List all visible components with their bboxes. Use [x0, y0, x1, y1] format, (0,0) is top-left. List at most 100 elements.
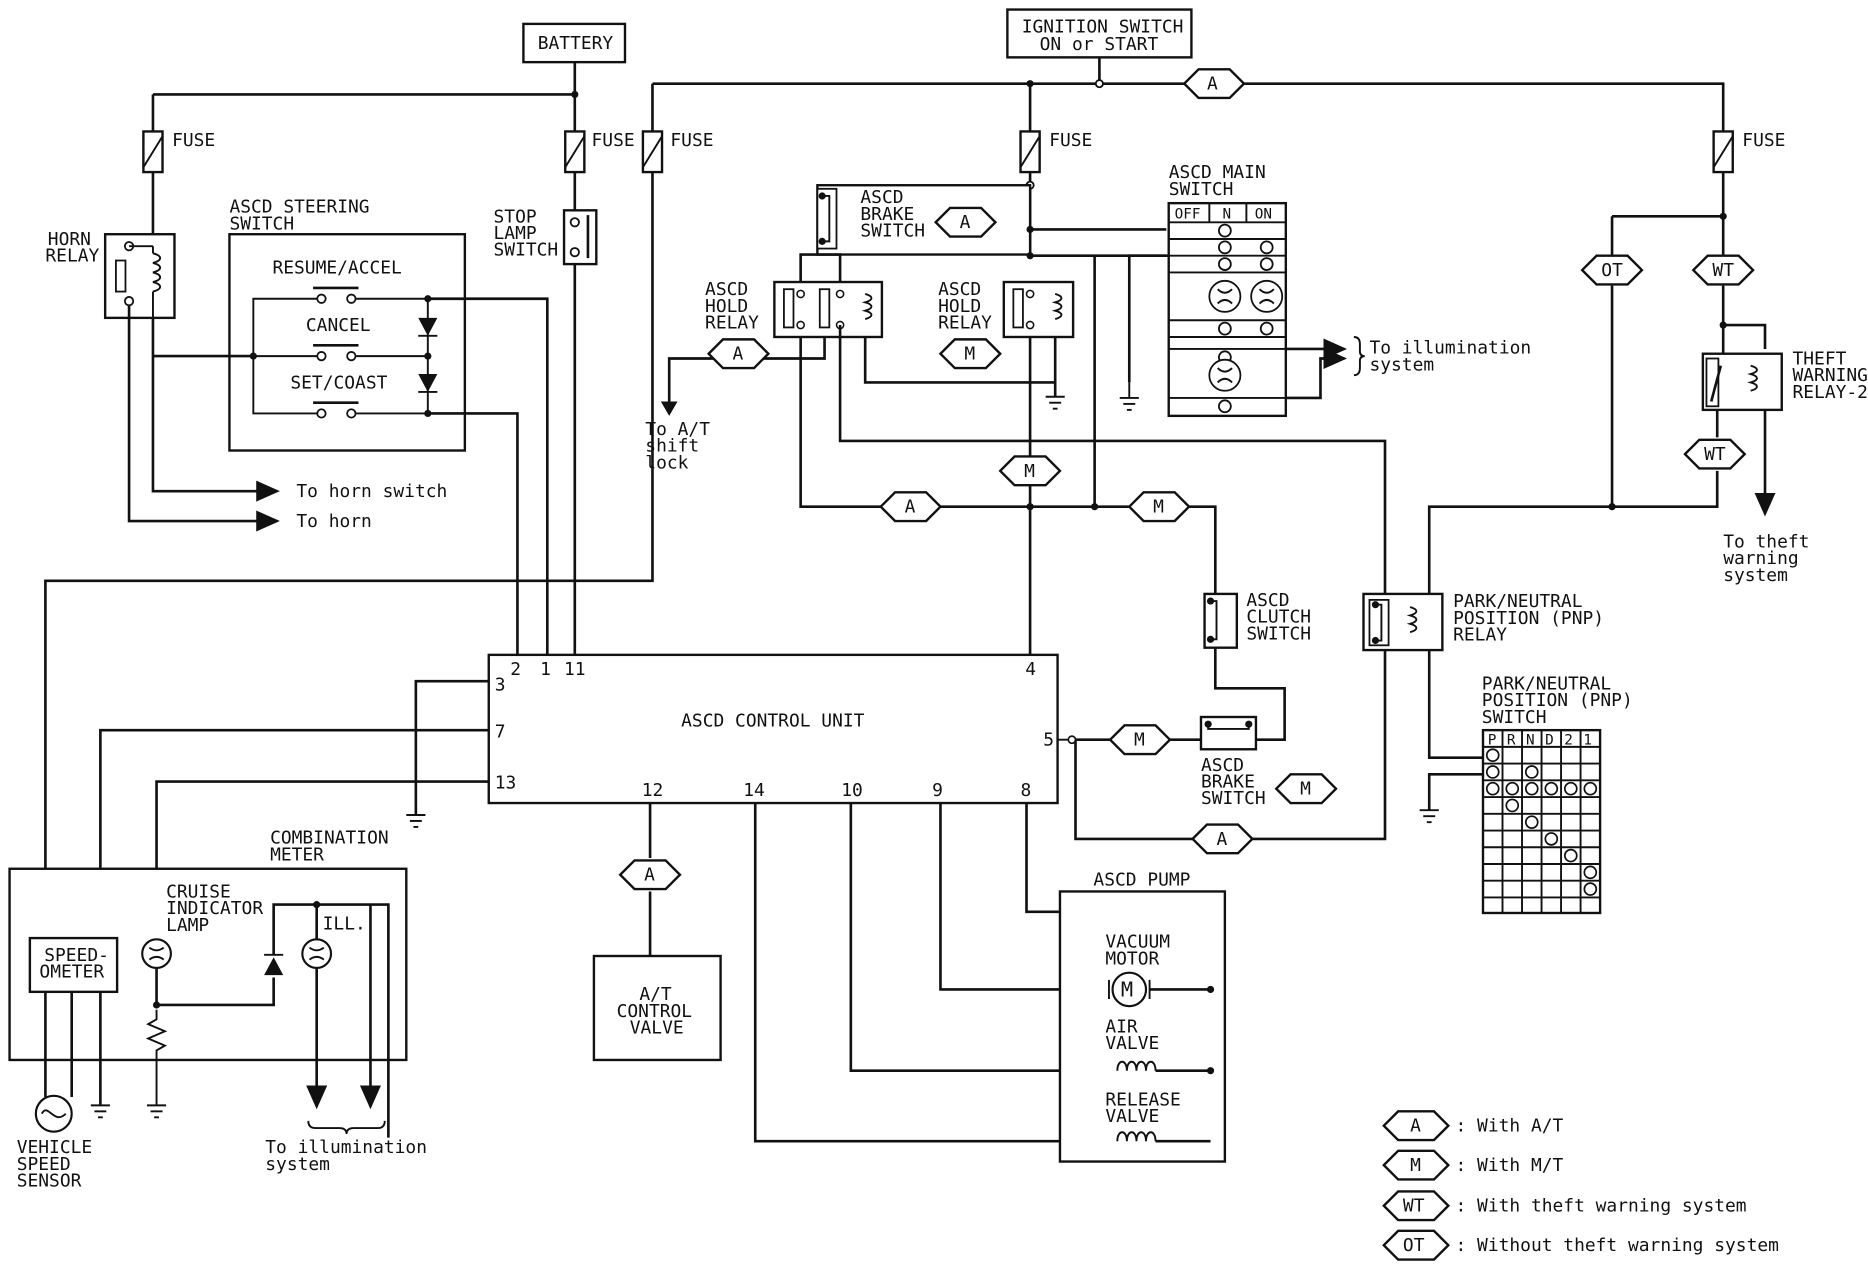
- pin-1: 1: [540, 659, 551, 680]
- release-valve-label-1: RELEASE: [1105, 1089, 1180, 1110]
- at-control-valve: A/T CONTROL VALVE: [592, 954, 722, 1062]
- tag-a-text: A: [905, 497, 916, 518]
- ascd-pump: ASCD PUMP VACUUM MOTOR M AIR VALVE RELEA…: [1058, 869, 1227, 1163]
- horn-relay: HORN RELAY To horn switch To horn: [45, 172, 447, 532]
- theft-relay-label-3: RELAY-2: [1792, 382, 1867, 403]
- pnp-contact: [1505, 781, 1520, 796]
- tag-m-text: M: [1300, 779, 1311, 800]
- horn-relay-label-1: HORN: [48, 229, 91, 250]
- fuse-stop-lamp: FUSE: [564, 130, 635, 174]
- pin-10: 10: [841, 780, 863, 801]
- theft-system-label-3: system: [1723, 565, 1788, 586]
- ascd-main-switch: ASCD MAIN SWITCH OFF N ON: [1119, 162, 1531, 418]
- set-coast-label: SET/COAST: [290, 372, 387, 393]
- ascd-steering-switch: ASCD STEERING SWITCH RESUME/ACCEL CANCEL…: [152, 197, 549, 655]
- fuse-label: FUSE: [1742, 130, 1785, 151]
- legend: A : With A/T M : With M/T WT : With thef…: [1382, 1110, 1779, 1261]
- ascd-brake-switch-bottom: ASCD BRAKE SWITCH: [1074, 646, 1387, 841]
- hold-relay-m-label-1: ASCD: [938, 279, 981, 300]
- to-horn-switch: To horn switch: [296, 481, 447, 502]
- vss-label-2: SPEED: [17, 1154, 71, 1175]
- main-off: OFF: [1175, 207, 1201, 223]
- steering-switch-label-2: SWITCH: [229, 213, 294, 234]
- vss-label-1: VEHICLE: [17, 1137, 92, 1158]
- resume-accel-label: RESUME/ACCEL: [272, 258, 401, 279]
- fuse-label: FUSE: [670, 130, 713, 151]
- theft-warning-relay-2: THEFT WARNING RELAY-2 To theft warning s…: [1427, 172, 1868, 594]
- air-valve-label-2: VALVE: [1105, 1033, 1159, 1054]
- cruise-label-2: INDICATOR: [166, 898, 263, 919]
- pnp-switch-label-1: PARK/NEUTRAL: [1482, 674, 1611, 695]
- vacuum-label-2: MOTOR: [1105, 948, 1159, 969]
- main-on: ON: [1255, 207, 1272, 223]
- pnp-contact: [1485, 748, 1500, 763]
- tag-ot: OT: [1580, 254, 1644, 286]
- pnp-col-1: 1: [1583, 732, 1592, 748]
- air-valve-label-1: AIR: [1105, 1016, 1138, 1037]
- cancel-label: CANCEL: [306, 315, 371, 336]
- meter-illum-label-1: To illumination: [265, 1137, 427, 1158]
- tag-wt-text: WT: [1712, 260, 1734, 281]
- pnp-col-n: N: [1526, 732, 1535, 748]
- shift-lock-label-2: shift: [645, 436, 699, 457]
- tag-a-atcv: A: [618, 859, 682, 891]
- pin-4: 4: [1025, 659, 1036, 680]
- brake-top-label-1: ASCD: [860, 187, 903, 208]
- tag-a-top: A: [1182, 68, 1246, 100]
- pnp-contact: [1583, 781, 1598, 796]
- brake-bottom-label-1: ASCD: [1201, 755, 1244, 776]
- brake-bottom-label-2: BRAKE: [1201, 772, 1255, 793]
- fuse-label: FUSE: [1049, 130, 1092, 151]
- pnp-relay-label-1: PARK/NEUTRAL: [1453, 591, 1582, 612]
- legend-tag: OT: [1403, 1235, 1425, 1256]
- release-valve-label-2: VALVE: [1105, 1106, 1159, 1127]
- pnp-contact: [1485, 765, 1500, 779]
- legend-tag: WT: [1403, 1196, 1425, 1217]
- legend-item-a: A : With A/T: [1382, 1110, 1564, 1142]
- pnp-contact: [1583, 882, 1598, 896]
- legend-item-m: M : With M/T: [1382, 1149, 1564, 1181]
- pnp-switch-label-3: SWITCH: [1482, 707, 1547, 728]
- cruise-label-3: LAMP: [166, 915, 209, 936]
- main-illum-label-2: system: [1369, 354, 1434, 375]
- clutch-label-3: SWITCH: [1246, 623, 1311, 644]
- tag-m-text: M: [964, 344, 975, 365]
- fuse-label: FUSE: [172, 130, 215, 151]
- legend-item-ot: OT : Without theft warning system: [1382, 1229, 1779, 1261]
- legend-text: : With theft warning system: [1456, 1196, 1747, 1217]
- brake-top-label-3: SWITCH: [860, 221, 925, 242]
- tag-m-text: M: [1024, 461, 1035, 482]
- ill-label: ILL.: [323, 914, 366, 935]
- stop-lamp-label-2: LAMP: [494, 223, 537, 244]
- tag-wt-bottom: WT: [1683, 438, 1747, 470]
- legend-item-wt: WT : With theft warning system: [1382, 1190, 1747, 1222]
- tag-a-text: A: [644, 865, 655, 886]
- fuse-ignition-right: FUSE: [1712, 130, 1785, 174]
- brake-bottom-label-3: SWITCH: [1201, 788, 1266, 809]
- fuse-horn: FUSE: [142, 130, 215, 174]
- tag-wt-text: WT: [1704, 444, 1726, 465]
- speedo-label-2: OMETER: [39, 962, 104, 983]
- pin-11: 11: [564, 659, 586, 680]
- pin-14: 14: [743, 780, 765, 801]
- pnp-contact: [1544, 781, 1559, 796]
- legend-text: : With M/T: [1456, 1155, 1564, 1176]
- legend-tag: A: [1410, 1116, 1421, 1137]
- clutch-label-2: CLUTCH: [1246, 607, 1311, 628]
- tag-m-clutch: M: [1127, 491, 1191, 523]
- pnp-contact: [1563, 781, 1578, 796]
- fuse-label: FUSE: [592, 130, 635, 151]
- pnp-switch-label-2: POSITION (PNP): [1482, 690, 1633, 711]
- hold-relay-m-label-3: RELAY: [938, 313, 992, 334]
- pnp-col-d: D: [1545, 732, 1554, 748]
- tag-m-text: M: [1153, 497, 1164, 518]
- hold-relay-a-label-3: RELAY: [705, 313, 759, 334]
- power-supply-wiring: BATTERY IGNITION SWITCH ON or START: [151, 8, 1725, 132]
- pnp-contact: [1505, 798, 1520, 813]
- pnp-relay-label-2: POSITION (PNP): [1453, 608, 1604, 629]
- stop-lamp-switch: STOP LAMP SWITCH: [494, 172, 598, 655]
- legend-text: : With A/T: [1456, 1116, 1564, 1137]
- main-n: N: [1222, 207, 1231, 223]
- pin-12: 12: [642, 780, 664, 801]
- pin-13: 13: [495, 773, 517, 794]
